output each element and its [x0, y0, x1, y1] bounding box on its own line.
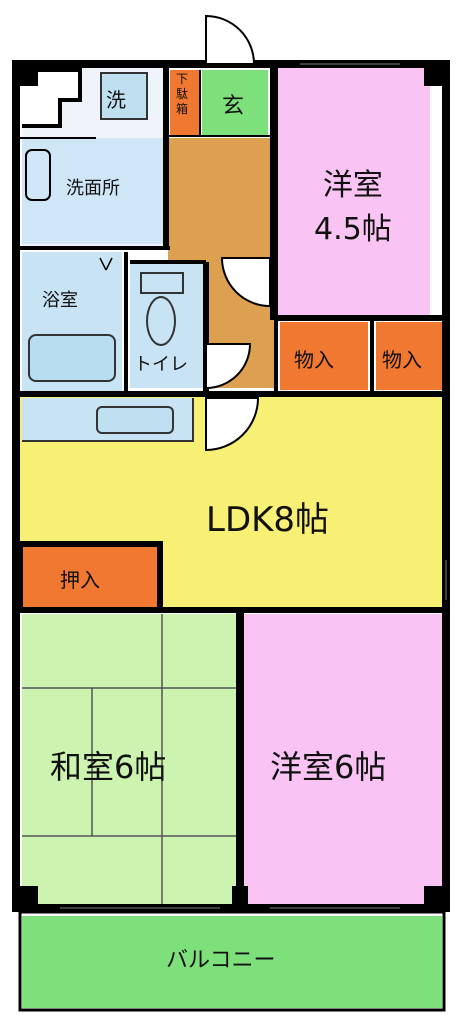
- label-toilet: トイレ: [134, 354, 188, 375]
- room-wash-machine: [100, 72, 148, 120]
- label-western-1: 洋室 4.5帖: [314, 168, 392, 247]
- room-japanese: [22, 614, 236, 904]
- room-hallway: [168, 138, 274, 260]
- label-closet-2: 物入: [382, 348, 422, 372]
- label-balcony: バルコニー: [166, 948, 276, 973]
- room-oshiire: [22, 546, 158, 608]
- toilet-tank: [140, 272, 184, 294]
- label-western-2: 洋室6帖: [270, 748, 387, 786]
- label-wash: 洗: [106, 88, 126, 112]
- room-shoe-cabinet: [170, 70, 200, 136]
- label-washroom: 洗面所: [66, 178, 120, 199]
- label-entrance: 玄: [222, 94, 245, 119]
- room-western-1: [278, 68, 430, 316]
- kitchen-sink-top: [96, 406, 174, 434]
- label-closet-1: 物入: [294, 348, 334, 372]
- label-bath: 浴室: [42, 290, 78, 311]
- label-ldk: LDK8帖: [206, 500, 330, 540]
- room-closet-1: [280, 322, 368, 390]
- room-balcony: [22, 916, 442, 1008]
- label-japanese: 和室6帖: [50, 748, 167, 786]
- bathtub: [28, 334, 116, 382]
- toilet-bowl: [146, 296, 176, 346]
- label-shoe-cabinet: 下 駄 箱: [176, 72, 189, 116]
- room-closet-2: [376, 322, 442, 390]
- room-entrance: [202, 70, 268, 136]
- label-oshiire: 押入: [60, 568, 100, 592]
- room-western-2: [244, 614, 444, 904]
